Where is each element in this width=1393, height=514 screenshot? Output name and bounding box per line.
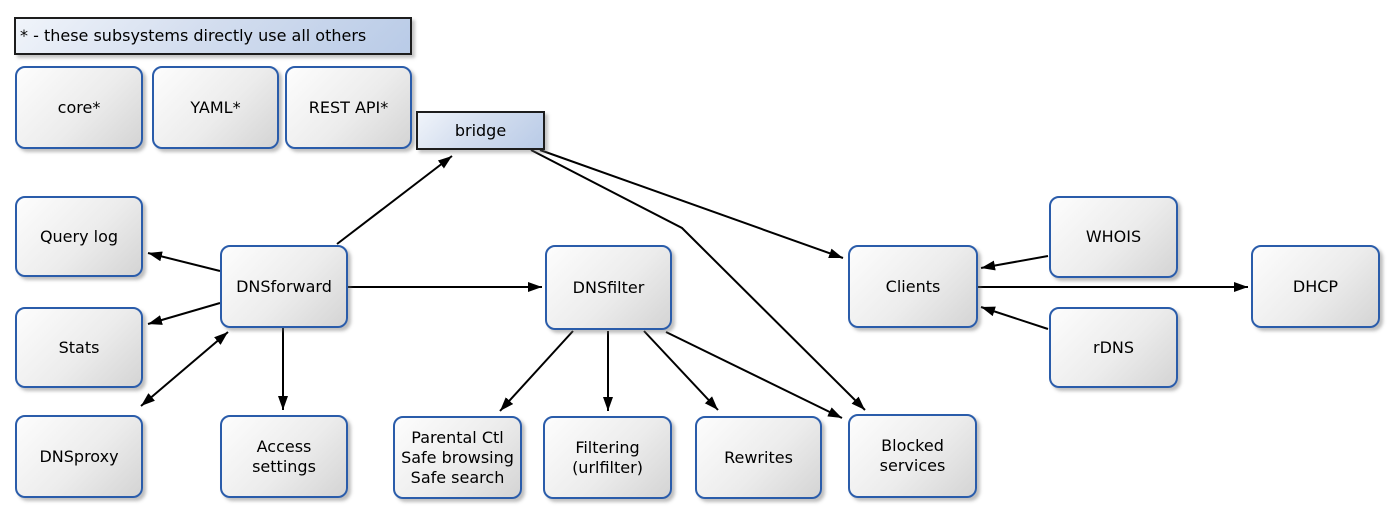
node-rest-api: REST API* [285,66,412,149]
node-stats: Stats [15,307,143,388]
node-dnsforward: DNSforward [220,245,348,328]
node-bridge-label: bridge [454,120,507,140]
node-core: core* [15,66,143,149]
node-whois-label: WHOIS [1085,227,1142,246]
legend-label: * - these subsystems directly use all ot… [20,26,367,45]
node-bridge: bridge [416,111,545,150]
node-rest-api-label: REST API* [308,97,389,117]
node-access-settings-label: Access settings [252,436,316,476]
node-whois: WHOIS [1049,196,1178,278]
node-filtering: Filtering (urlfilter) [543,416,672,499]
edge-bridge-clients [539,149,844,259]
node-blocked-services-label: Blocked services [879,436,946,475]
node-rewrites-label: Rewrites [724,447,793,467]
node-dhcp: DHCP [1251,245,1380,328]
legend-box: * - these subsystems directly use all ot… [14,17,412,55]
node-dhcp-label: DHCP [1292,276,1339,296]
edge-dnsforward-bridge [336,155,453,245]
edge-whois-clients [980,255,1049,271]
node-dnsproxy-label: DNSproxy [39,446,119,466]
node-clients: Clients [848,245,978,328]
node-clients-label: Clients [885,276,941,296]
node-stats-label: Stats [58,337,100,357]
node-parental-ctl: Parental Ctl Safe browsing Safe search [393,416,522,499]
node-core-label: core* [57,97,101,117]
node-dnsproxy: DNSproxy [15,415,143,498]
node-query-log: Query log [15,196,143,277]
node-dnsforward-label: DNSforward [236,276,332,296]
node-dnsfilter-label: DNSfilter [572,277,645,297]
edge-dnsfilter-rewrites [643,330,719,411]
edge-dnsfilter-blocked [665,331,843,419]
edge-dnsfilter-parental [499,330,574,412]
edge-dnsforward-querylog [147,251,221,272]
node-blocked-services: Blocked services [848,414,977,498]
node-yaml: YAML* [152,66,279,149]
node-access-settings: Access settings [220,415,348,498]
node-yaml-label: YAML* [190,97,241,117]
node-rdns-label: rDNS [1092,337,1135,357]
edge-dnsforward-stats [147,302,221,325]
node-rdns: rDNS [1049,307,1178,388]
edge-dnsproxy-dnsforward [140,331,229,407]
node-filtering-label: Filtering (urlfilter) [572,437,643,477]
node-dnsfilter: DNSfilter [545,245,672,330]
edge-rdns-clients [980,306,1049,330]
node-parental-ctl-label: Parental Ctl Safe browsing Safe search [401,427,514,487]
node-rewrites: Rewrites [695,416,822,499]
node-query-log-label: Query log [39,226,119,246]
